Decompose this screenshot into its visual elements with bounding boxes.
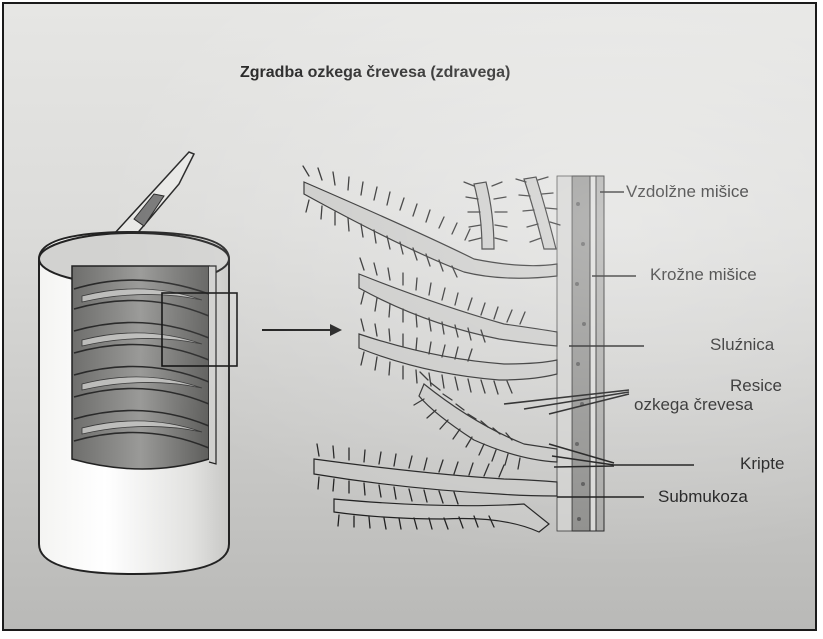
intestine-tube-illustration bbox=[39, 152, 237, 574]
label-sluznica: Sluźnica bbox=[710, 335, 774, 355]
label-kripte: Kripte bbox=[740, 454, 784, 474]
label-submukoza: Submukoza bbox=[658, 487, 748, 507]
arrow-right-icon bbox=[262, 324, 342, 336]
label-resice: Resice bbox=[730, 376, 782, 396]
label-vzdolzne-misice: Vzdolžne mišice bbox=[626, 182, 749, 202]
intestine-diagram bbox=[4, 4, 817, 631]
villi-cross-section-illustration bbox=[303, 166, 694, 532]
label-krozne-misice: Krožne mišice bbox=[650, 265, 757, 285]
diagram-frame: Zgradba ozkega črevesa (zdravega) bbox=[2, 2, 817, 631]
label-ozkega-crevesa: ozkega črevesa bbox=[634, 395, 753, 415]
